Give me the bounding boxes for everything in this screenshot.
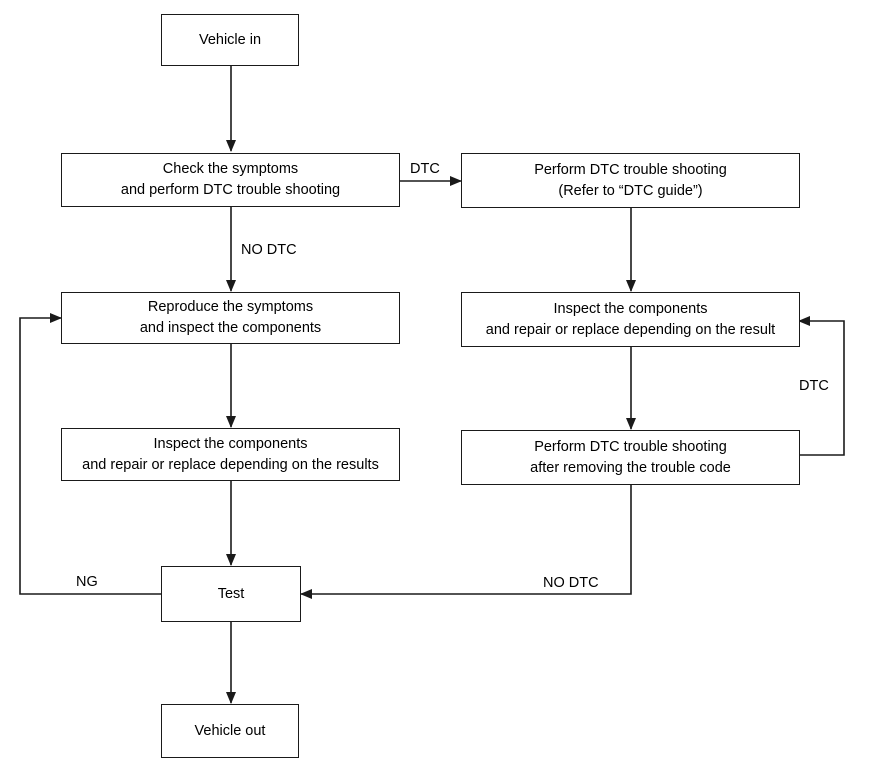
node-text-line: after removing the trouble code: [530, 459, 731, 476]
edge-label-no-dtc: NO DTC: [241, 242, 297, 258]
node-text-line: Inspect the components: [153, 435, 308, 452]
node-inspect-components-right: Inspect the components and repair or rep…: [461, 292, 800, 347]
node-text-line: and inspect the components: [139, 320, 322, 336]
node-inspect-components-left: Inspect the components and repair or rep…: [61, 428, 400, 481]
node-text-line: Test: [217, 585, 245, 602]
edge-label-dtc: DTC: [410, 161, 440, 177]
arrow-dtc-loop: [798, 316, 845, 456]
node-text-line: Perform DTC trouble shooting: [534, 161, 727, 178]
node-vehicle-out: Vehicle out: [161, 704, 299, 758]
arrow-perform-after-to-test: [300, 485, 632, 599]
node-text-line: Inspect the components: [553, 300, 708, 317]
node-text-line: and perform DTC trouble shooting: [120, 182, 341, 198]
node-text-line: Check the symptoms: [162, 161, 299, 177]
edge-label-ng: NG: [76, 574, 98, 590]
node-text-line: Vehicle in: [198, 31, 262, 48]
node-reproduce-symptoms: Reproduce the symptoms and inspect the c…: [61, 292, 400, 344]
edge-label-no-dtc-bottom: NO DTC: [543, 575, 599, 591]
node-text-line: and repair or replace depending on the r…: [82, 456, 379, 473]
node-text-line: Vehicle out: [194, 722, 266, 739]
node-text-line: and repair or replace depending on the r…: [485, 321, 776, 338]
node-text-line: Reproduce the symptoms: [147, 299, 314, 315]
node-check-symptoms: Check the symptoms and perform DTC troub…: [61, 153, 400, 207]
node-perform-dtc: Perform DTC trouble shooting (Refer to “…: [461, 153, 800, 208]
node-perform-dtc-after-removal: Perform DTC trouble shooting after remov…: [461, 430, 800, 485]
node-test: Test: [161, 566, 301, 622]
node-text-line: (Refer to “DTC guide”): [558, 182, 703, 199]
edge-label-dtc-loop: DTC: [799, 378, 829, 394]
node-vehicle-in: Vehicle in: [161, 14, 299, 66]
node-text-line: Perform DTC trouble shooting: [534, 438, 727, 455]
arrow-ng-loop: [19, 313, 161, 595]
